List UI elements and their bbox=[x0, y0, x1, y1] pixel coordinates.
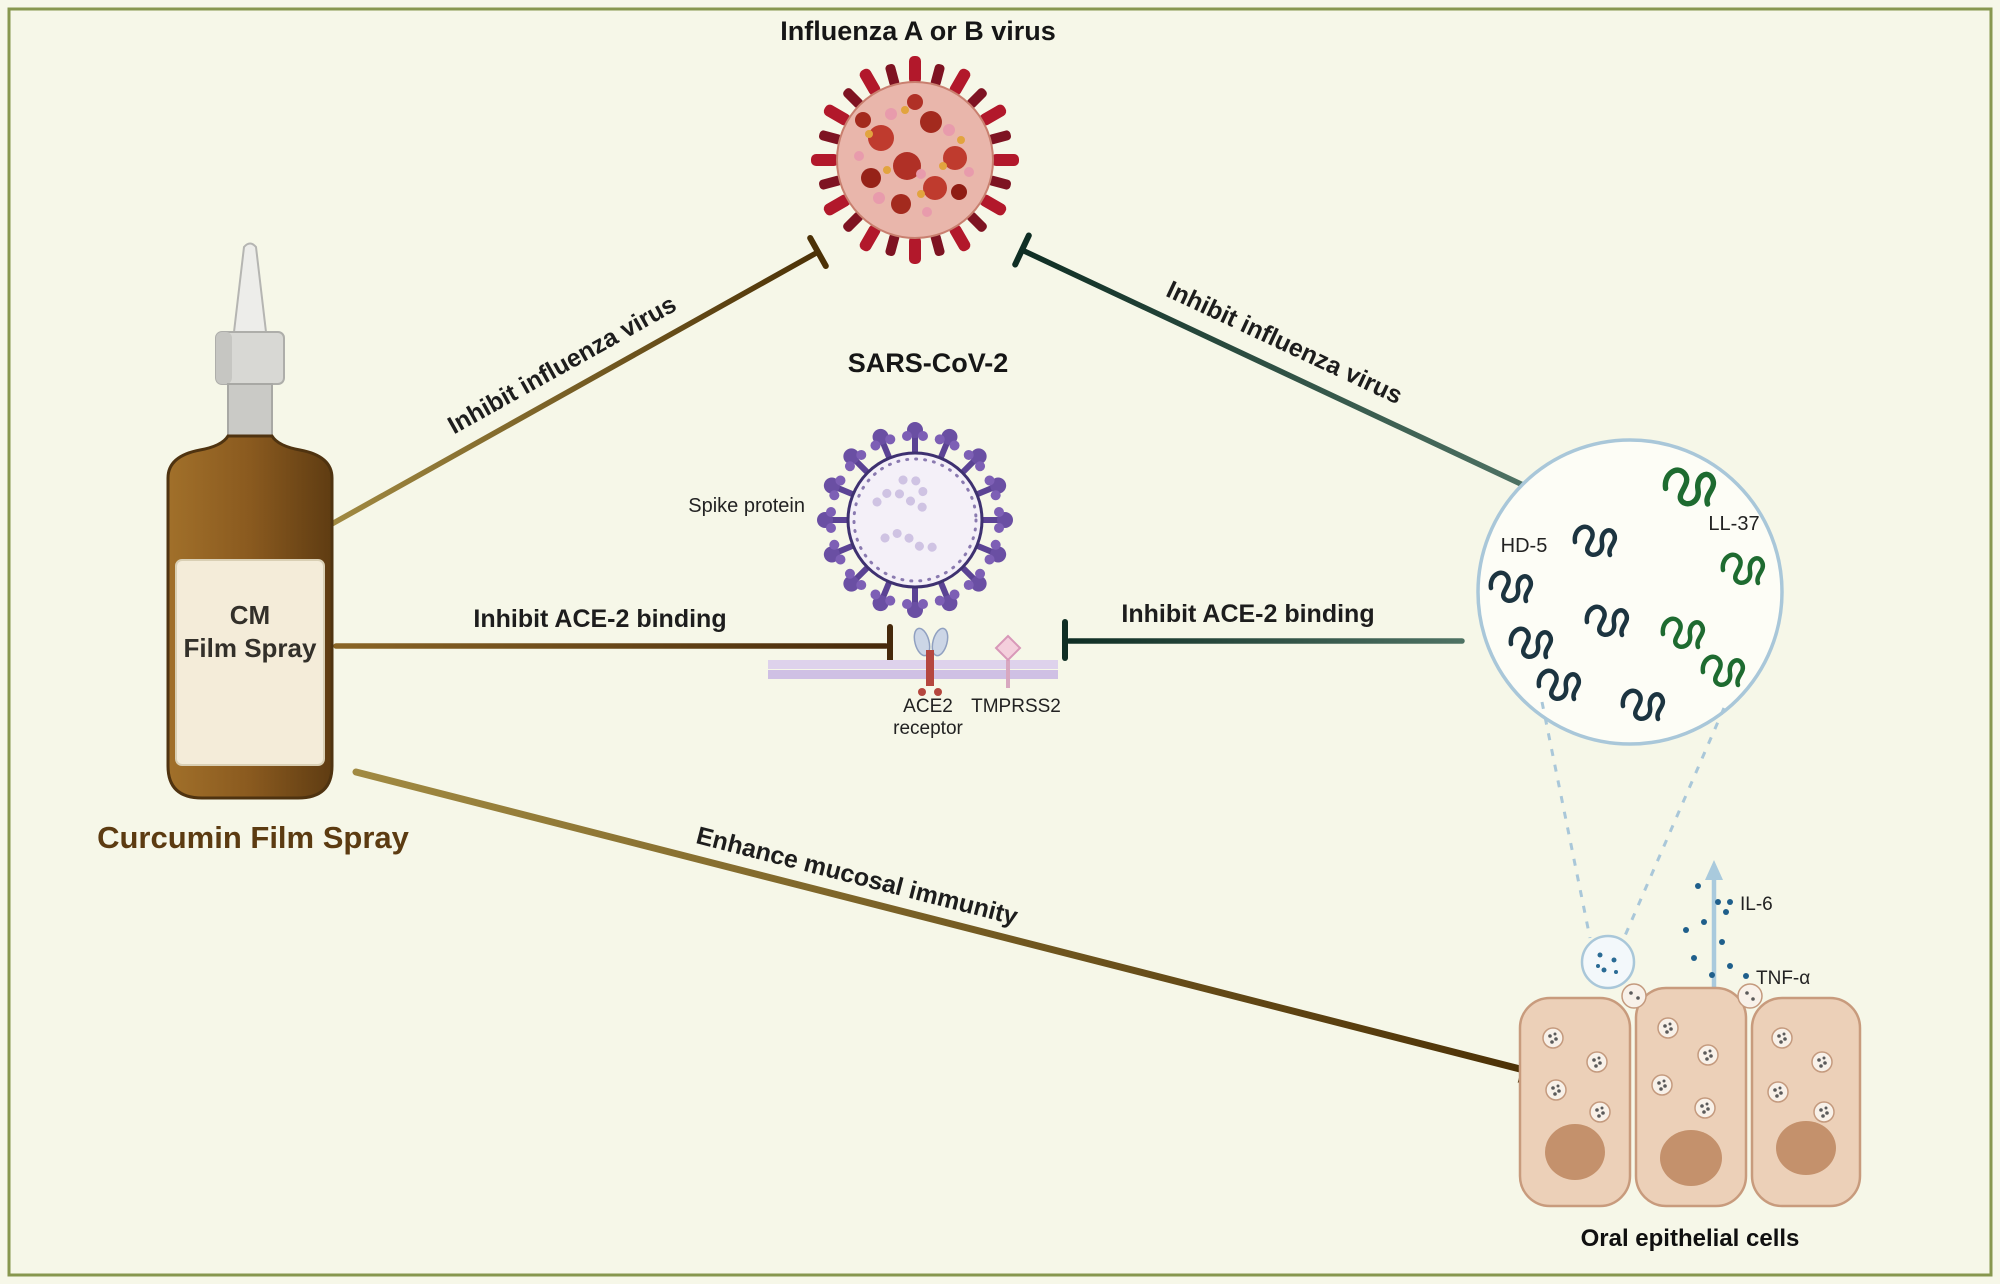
inhibit-influenza-arrow-right bbox=[1012, 232, 1526, 488]
ace2-receptor-illustration bbox=[913, 627, 949, 696]
inhibit-ace2-left-label: Inhibit ACE-2 binding bbox=[473, 605, 726, 633]
inhibit-influenza-right-label: Inhibit influenza virus bbox=[1162, 276, 1407, 410]
oral-epithelial-cells-illustration bbox=[1518, 983, 1862, 1208]
enhance-mucosal-label: Enhance mucosal immunity bbox=[693, 822, 1020, 931]
ace2-label-line1: ACE2 bbox=[903, 696, 953, 717]
hd5-label: HD-5 bbox=[1501, 535, 1548, 557]
inhibit-influenza-left-label: Inhibit influenza virus bbox=[443, 290, 681, 440]
cytokine-release-arrow bbox=[1683, 860, 1749, 1000]
secreted-vesicle-illustration bbox=[1580, 934, 1636, 990]
inhibit-ace2-arrow-left bbox=[333, 624, 893, 666]
bottle-label-line2: Film Spray bbox=[184, 633, 317, 663]
inhibit-ace2-right-label: Inhibit ACE-2 binding bbox=[1121, 600, 1374, 628]
ll37-label: LL-37 bbox=[1708, 513, 1759, 535]
bottle-label-line1: CM bbox=[230, 600, 270, 630]
tnfa-label: TNF-α bbox=[1756, 968, 1810, 989]
sars-cov2-virus-illustration bbox=[817, 422, 1013, 618]
tmprss2-illustration bbox=[994, 634, 1022, 688]
spray-bottle-illustration: CM Film Spray bbox=[166, 242, 334, 800]
il6-label: IL-6 bbox=[1740, 894, 1773, 915]
antimicrobial-peptides-circle: HD-5 LL-37 bbox=[1476, 438, 1784, 746]
inhibit-ace2-arrow-right bbox=[1062, 619, 1465, 661]
figure-border bbox=[7, 7, 1993, 1277]
bottle-caption: Curcumin Film Spray bbox=[97, 820, 410, 855]
influenza-virus-illustration bbox=[811, 56, 1019, 264]
enhance-mucosal-arrow bbox=[352, 768, 1556, 1083]
oral-cells-caption: Oral epithelial cells bbox=[1581, 1225, 1800, 1252]
spike-protein-label: Spike protein bbox=[688, 495, 805, 517]
ace2-label-line2: receptor bbox=[893, 718, 963, 739]
magnification-dashed-lines bbox=[1540, 701, 1726, 939]
sars-title: SARS-CoV-2 bbox=[848, 348, 1009, 378]
tmprss2-label: TMPRSS2 bbox=[971, 696, 1061, 717]
inhibit-influenza-arrow-left bbox=[327, 235, 829, 528]
cell-membrane-illustration bbox=[768, 660, 1058, 679]
influenza-title: Influenza A or B virus bbox=[780, 16, 1056, 46]
